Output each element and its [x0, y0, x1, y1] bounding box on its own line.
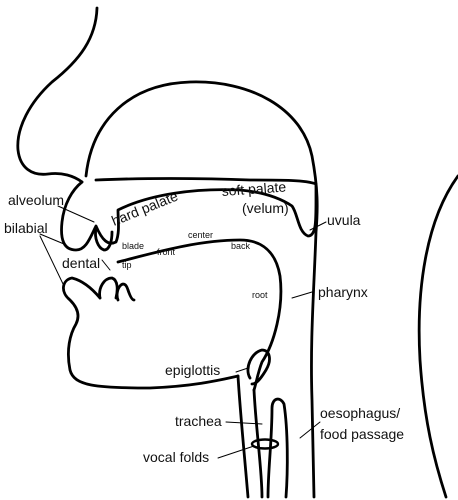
label-dental: dental [62, 255, 100, 271]
label-pharynx: pharynx [318, 284, 368, 300]
trachea-wall-back [254, 390, 262, 497]
label-bilabial: bilabial [4, 220, 48, 236]
nose-outline [18, 8, 97, 182]
label-oesophagus: oesophagus/ [320, 405, 400, 421]
label-alveolum: alveolum [8, 192, 64, 208]
dental-leader [102, 260, 110, 270]
label-center: center [188, 230, 213, 240]
oesophagus-leader [300, 422, 320, 438]
trachea-wall-front [238, 376, 248, 497]
bilabial-leader-lower [40, 236, 64, 286]
label-tip: tip [122, 260, 132, 270]
label-root: root [252, 290, 268, 300]
label-velum: (velum) [242, 200, 289, 216]
label-back: back [231, 241, 251, 251]
vocal-folds-shape [252, 440, 278, 449]
label-food-passage: food passage [320, 426, 404, 442]
label-vocal-folds: vocal folds [143, 449, 209, 465]
epiglottis-leader [236, 368, 248, 372]
label-uvula: uvula [327, 212, 361, 228]
back-of-neck [419, 176, 458, 497]
label-epiglottis: epiglottis [165, 362, 220, 378]
lower-teeth [100, 278, 134, 300]
label-trachea: trachea [175, 413, 222, 429]
nasal-cavity-outline [86, 82, 317, 497]
label-soft-palate: soft palate [221, 179, 287, 199]
label-front: front [157, 247, 176, 257]
pharynx-leader [292, 292, 312, 298]
label-blade: blade [122, 241, 144, 251]
vocal-folds-leader [218, 446, 254, 458]
